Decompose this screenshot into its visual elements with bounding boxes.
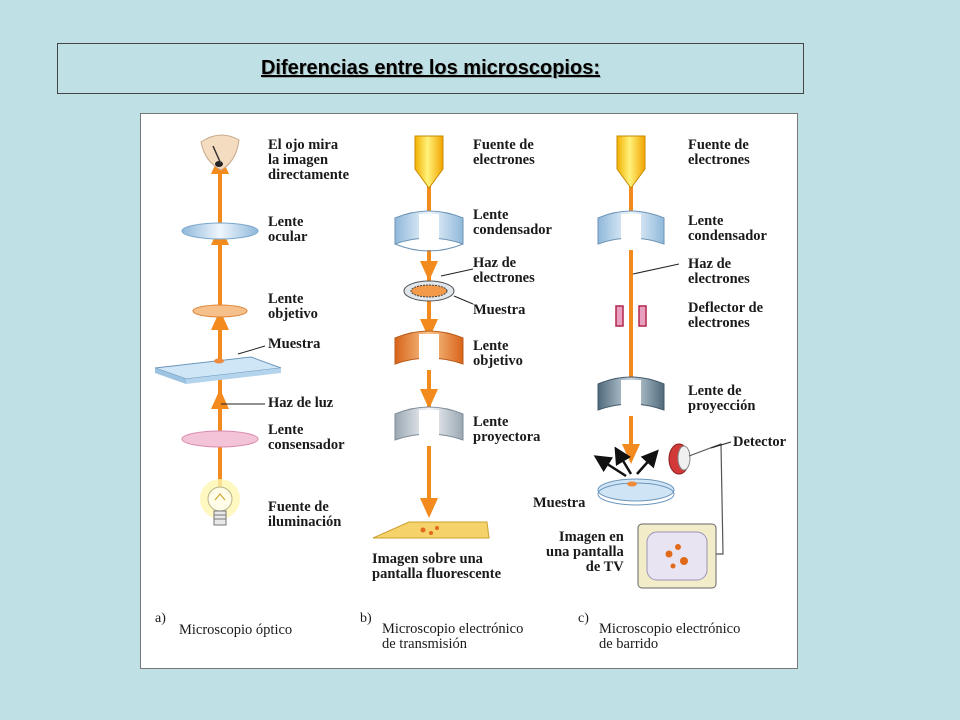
detector-icon (668, 443, 691, 475)
caption-letter-c: c) (578, 611, 589, 626)
tem-microscope (372, 135, 490, 539)
microscope-diagram (154, 134, 732, 589)
label-tem-image: Imagen sobre una pantalla fluorescente (372, 551, 502, 582)
sem-sample (597, 478, 675, 506)
electron-gun-icon (616, 135, 646, 189)
tem-projector-lens (394, 406, 464, 446)
label-condenser-lens: Lente consensador (268, 422, 345, 453)
caption-sem: Microscopio electrónico de barrido (599, 621, 741, 652)
microscope-figure: El ojo mira la imagen directamente Lente… (140, 113, 798, 669)
label-tem-condenser: Lente condensador (473, 207, 552, 238)
label-tem-projector: Lente proyectora (473, 414, 541, 445)
objective-lens (192, 304, 248, 318)
label-sample: Muestra (268, 336, 321, 352)
tem-sample-grid (403, 280, 455, 302)
caption-letter-b: b) (360, 611, 372, 626)
label-sem-beam: Haz de electrones (688, 256, 750, 287)
label-objective-lens: Lente objetivo (268, 291, 318, 322)
label-tem-objective: Lente objetivo (473, 338, 523, 369)
label-sem-image: Imagen en una pantalla de TV (546, 529, 624, 575)
fluorescent-screen (372, 521, 490, 539)
optical-microscope (154, 134, 282, 526)
condenser-lens (181, 430, 259, 448)
eye-icon (200, 134, 240, 171)
tem-objective-lens (394, 330, 464, 370)
tem-condenser-lens (394, 210, 464, 252)
label-light-source: Fuente de iluminación (268, 499, 342, 530)
sem-deflector (615, 305, 647, 327)
arrow-head (211, 389, 229, 409)
label-tem-beam: Haz de electrones (473, 255, 535, 286)
label-sem-source: Fuente de electrones (688, 137, 750, 168)
label-sem-detector: Detector (733, 434, 787, 450)
slide-title: Diferencias entre los microscopios: (260, 57, 600, 79)
caption-tem: Microscopio electrónico de transmisión (382, 621, 524, 652)
label-sem-sample: Muestra (533, 495, 586, 511)
label-tem-sample: Muestra (473, 302, 526, 318)
ocular-lens (181, 222, 259, 240)
sem-microscope (593, 135, 732, 589)
title-box: Diferencias entre los microscopios: (57, 43, 804, 94)
label-eye: El ojo mira la imagen directamente (268, 137, 350, 183)
caption-optical: Microscopio óptico (179, 622, 293, 638)
caption-letter-a: a) (155, 611, 166, 626)
tv-screen-icon (637, 523, 717, 589)
sem-projection-lens (597, 376, 665, 416)
label-sem-deflector: Deflector de electrones (688, 300, 764, 331)
label-ocular-lens: Lente ocular (268, 214, 308, 245)
electron-gun-icon (414, 135, 444, 189)
arrow-head (211, 310, 229, 330)
light-bulb-icon (200, 479, 240, 526)
label-sem-condenser: Lente condensador (688, 213, 767, 244)
label-tem-source: Fuente de electrones (473, 137, 535, 168)
sem-condenser-lens (597, 210, 665, 250)
label-light-beam: Haz de luz (268, 395, 334, 411)
label-sem-projection: Lente de proyección (688, 383, 756, 414)
